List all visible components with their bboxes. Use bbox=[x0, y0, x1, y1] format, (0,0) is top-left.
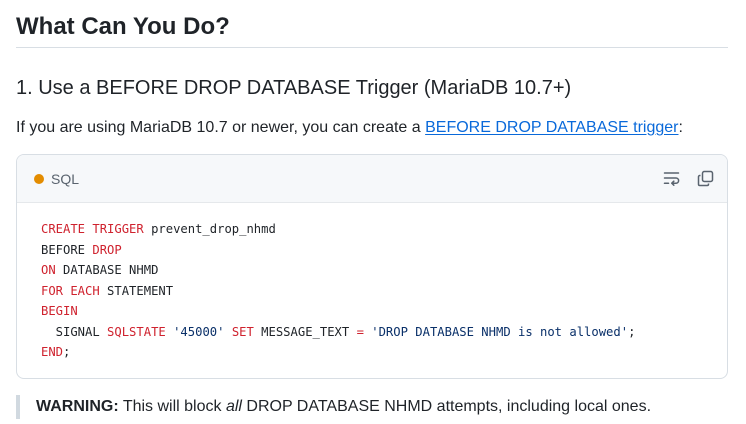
code-text: ; bbox=[628, 324, 636, 339]
copy-button[interactable] bbox=[695, 168, 715, 188]
warning-text-after: DROP DATABASE NHMD attempts, including l… bbox=[241, 398, 652, 415]
code-line: FOR EACH STATEMENT bbox=[41, 281, 635, 302]
code-keyword: = bbox=[356, 324, 364, 339]
code-string: 'DROP DATABASE NHMD is not allowed' bbox=[371, 324, 629, 339]
wrap-lines-button[interactable] bbox=[662, 168, 682, 188]
code-text: DATABASE NHMD bbox=[55, 263, 159, 277]
intro-paragraph: If you are using MariaDB 10.7 or newer, … bbox=[16, 116, 683, 140]
subsection-heading: 1. Use a BEFORE DROP DATABASE Trigger (M… bbox=[16, 77, 572, 99]
code-line: BEGIN bbox=[41, 301, 635, 322]
code-keyword: SQLSTATE bbox=[107, 324, 166, 339]
code-keyword: ON bbox=[41, 263, 56, 277]
wrap-lines-icon bbox=[663, 172, 680, 186]
copy-icon bbox=[697, 170, 713, 186]
code-text: SIGNAL bbox=[41, 324, 108, 339]
code-string: '45000' bbox=[173, 324, 225, 339]
language-dot-icon bbox=[34, 174, 44, 184]
code-keyword: BEGIN bbox=[41, 304, 78, 318]
code-line: ON DATABASE NHMD bbox=[41, 260, 635, 281]
code-keyword: END bbox=[41, 345, 64, 359]
trigger-docs-link[interactable]: BEFORE DROP DATABASE trigger bbox=[425, 119, 679, 136]
warning-label: WARNING: bbox=[36, 398, 119, 415]
code-line: BEFORE DROP bbox=[41, 240, 635, 261]
code-language-label: SQL bbox=[51, 171, 80, 187]
code-keyword: DROP bbox=[92, 242, 122, 257]
code-keyword: CREATE TRIGGER bbox=[41, 222, 144, 236]
code-block-header: SQL bbox=[17, 155, 727, 203]
code-text bbox=[224, 325, 231, 339]
intro-text-before: If you are using MariaDB 10.7 or newer, … bbox=[16, 119, 426, 136]
code-text: ; bbox=[63, 345, 71, 359]
code-line: CREATE TRIGGER prevent_drop_nhmd bbox=[41, 219, 635, 240]
code-line: SIGNAL SQLSTATE '45000' SET MESSAGE_TEXT… bbox=[41, 322, 636, 343]
warning-text-before: This will block bbox=[118, 398, 226, 415]
intro-text-after: : bbox=[678, 119, 683, 136]
code-text: STATEMENT bbox=[99, 283, 174, 298]
heading-divider bbox=[16, 47, 728, 48]
code-text: prevent_drop_nhmd bbox=[143, 222, 276, 236]
code-line: END; bbox=[41, 342, 635, 363]
warning-emphasis: all bbox=[225, 398, 242, 415]
code-text: MESSAGE_TEXT bbox=[253, 324, 357, 339]
code-text: BEFORE bbox=[41, 242, 93, 257]
warning-note: WARNING: This will block all DROP DATABA… bbox=[16, 395, 651, 419]
code-keyword: SET bbox=[231, 324, 254, 339]
code-keyword: FOR EACH bbox=[41, 283, 100, 298]
code-text bbox=[166, 325, 173, 339]
section-heading: What Can You Do? bbox=[16, 13, 230, 40]
